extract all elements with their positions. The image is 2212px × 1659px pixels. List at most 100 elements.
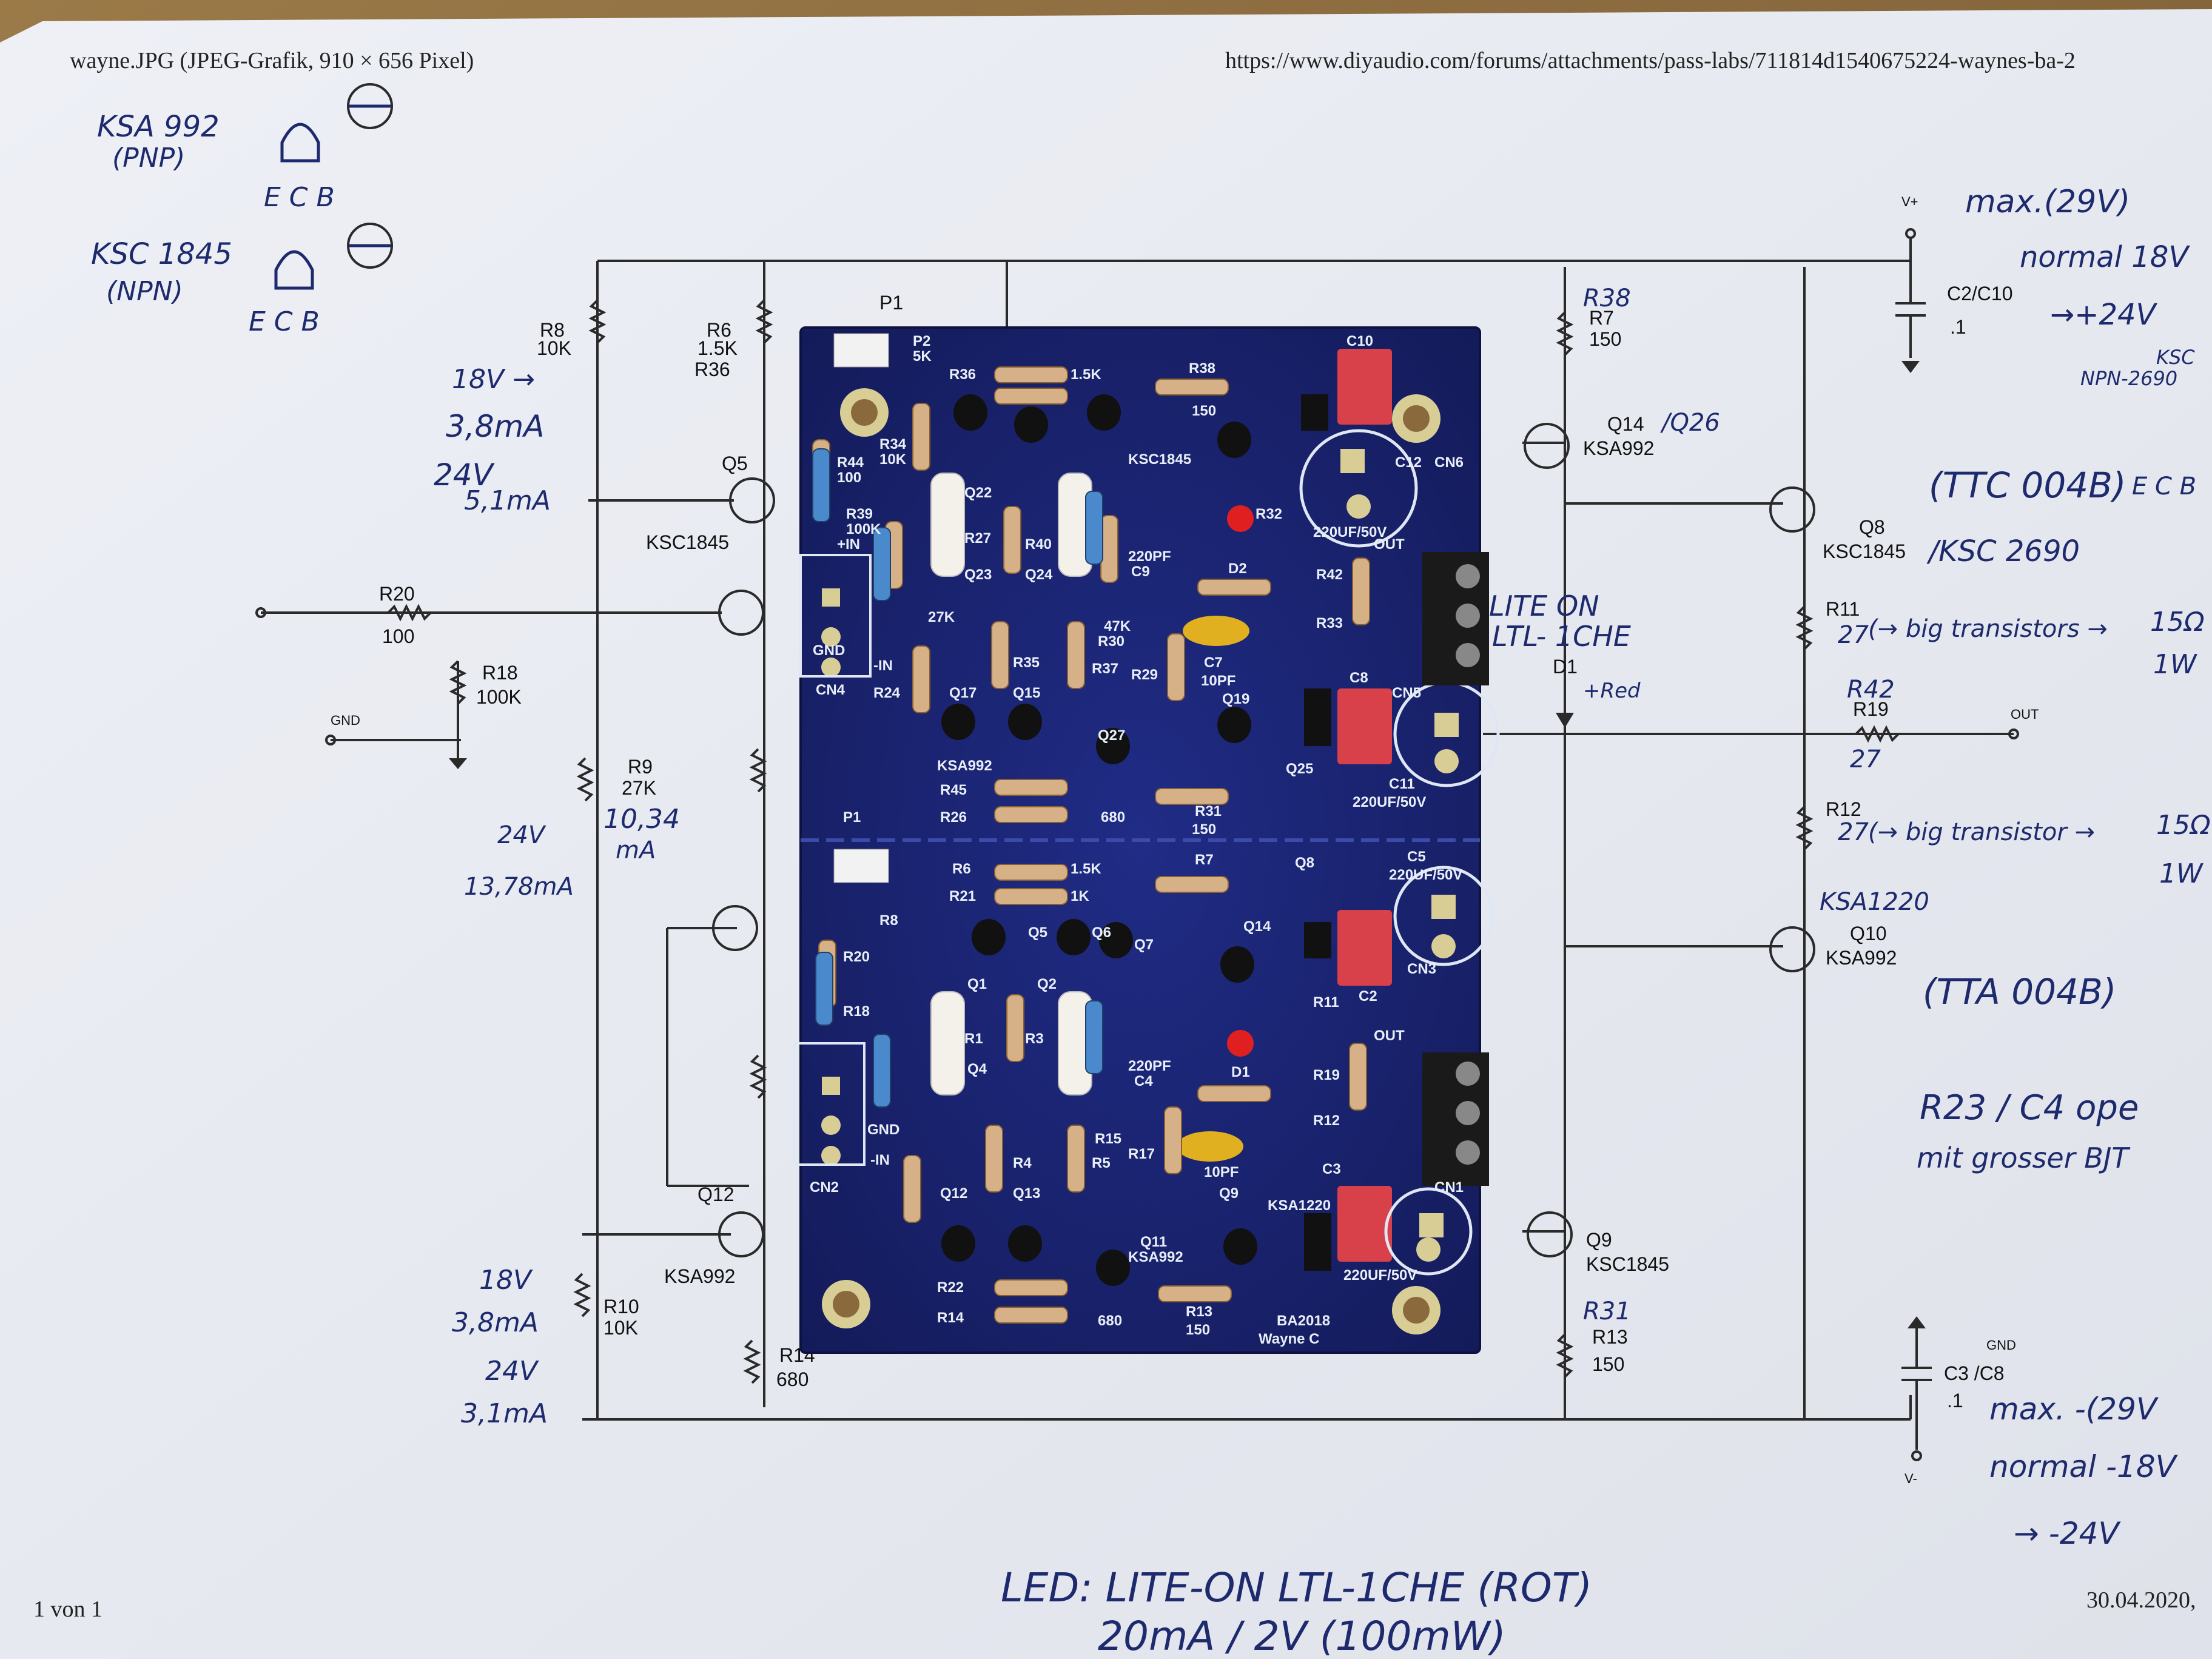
mount-holes — [822, 388, 1440, 1334]
silk-q5: Q5 — [1028, 924, 1047, 941]
silk-c4: C4 — [1134, 1073, 1153, 1089]
note-18v: 18V → — [452, 364, 535, 395]
silk-r3: R3 — [1025, 1031, 1044, 1047]
lbl-q9: Q9 — [1586, 1229, 1612, 1251]
silk-r30: R30 — [1098, 633, 1124, 650]
pcb-silkscreen: C10 C12 CN6 220UF/50V R38 150 R36 1.5K P… — [810, 333, 1464, 1347]
note-24v-c: 24V — [485, 1356, 539, 1387]
silk-c11: C11 — [1389, 776, 1415, 792]
silk-ksa992-2: KSA992 — [1128, 1249, 1183, 1265]
silk-ba2018: BA2018 — [1277, 1313, 1330, 1329]
lbl-r13: R13 — [1592, 1326, 1628, 1348]
silk-r39v: 100K — [846, 521, 881, 537]
silk-q13: Q13 — [1013, 1185, 1040, 1202]
silk-min-2: -IN — [870, 1152, 890, 1168]
note-pnp: (PNP) — [112, 143, 185, 173]
lbl-p1: P1 — [879, 292, 903, 314]
cap-c2 — [1337, 910, 1392, 986]
silk-pf220-2: 220PF — [1128, 1058, 1171, 1074]
lbl-r12: R12 — [1826, 798, 1861, 820]
silk-q25: Q25 — [1286, 761, 1313, 777]
lbl-c2c10: C2/C10 — [1947, 283, 2013, 305]
handwritten-schematic-labels: R38 /Q26 R42 R31 27 27 27 — [1583, 284, 1895, 1325]
small-resistors — [812, 366, 1370, 1324]
silk-r22: R22 — [937, 1279, 964, 1296]
silk-p1: P1 — [843, 809, 861, 826]
lbl-r18v: 100K — [476, 686, 522, 708]
note-npn2690: NPN-2690 — [2080, 367, 2177, 390]
print-header-title: wayne.JPG (JPEG-Grafik, 910 × 656 Pixel) — [70, 48, 474, 73]
note-led-line2: 20mA / 2V (100mW) — [1098, 1613, 1506, 1659]
silk-q8: Q8 — [1295, 855, 1314, 871]
silk-v150-1: 150 — [1192, 821, 1216, 838]
cap-c8 — [1337, 688, 1392, 764]
silk-q7: Q7 — [1134, 937, 1154, 953]
silk-min-1: -IN — [873, 658, 893, 674]
silk-d1: D1 — [1231, 1064, 1250, 1080]
schematic-gnd-arrow — [449, 758, 467, 769]
silk-r39: R39 — [846, 506, 873, 522]
silk-q6: Q6 — [1092, 924, 1111, 941]
silk-q9: Q9 — [1219, 1185, 1239, 1202]
silk-r45: R45 — [940, 782, 967, 798]
silk-q15: Q15 — [1013, 685, 1040, 701]
silk-p2: P2 — [913, 333, 930, 349]
cap-c6 — [1337, 1186, 1392, 1262]
silk-c11v: 220UF/50V — [1353, 794, 1426, 810]
print-footer-date: 30.04.2020, — [2086, 1587, 2196, 1613]
lbl-q8: Q8 — [1859, 516, 1885, 538]
schematic-labels: R8 10K R6 1.5K R36 P1 Q5 KSC1845 R20 100… — [331, 194, 2039, 1486]
silk-r33: R33 — [1316, 615, 1343, 631]
silk-q1: Q1 — [967, 976, 987, 992]
lbl-r8: R8 — [540, 319, 565, 341]
schematic-arrow-down — [1901, 361, 1920, 373]
silk-d2: D2 — [1228, 560, 1247, 577]
silk-k5: 5K — [913, 348, 932, 365]
lbl-r10: R10 — [603, 1296, 639, 1317]
schematic-arrow-up — [1908, 1316, 1926, 1328]
note-ecb2: E C B — [249, 306, 320, 337]
lbl-r20v: 100 — [382, 625, 414, 647]
silk-q2: Q2 — [1037, 976, 1057, 992]
lbl-r20: R20 — [379, 583, 415, 605]
schematic-resistors — [387, 299, 1900, 1384]
silk-c7: C7 — [1204, 655, 1223, 671]
note-liteon: LITE ON — [1489, 590, 1599, 622]
silk-r1: R1 — [964, 1031, 983, 1047]
silk-r13: R13 — [1186, 1304, 1212, 1320]
schematic-transistors — [347, 83, 1815, 1257]
silk-v150-2: 150 — [1186, 1322, 1210, 1338]
lbl-ksc1845c: KSC1845 — [1586, 1253, 1669, 1275]
note-npn: (NPN) — [106, 276, 183, 307]
note-grosser: mit grosser BJT — [1917, 1142, 2131, 1174]
lbl-gndb: GND — [1986, 1338, 2016, 1353]
silk-pf10-2: 10PF — [1204, 1164, 1239, 1180]
lbl-q5: Q5 — [722, 453, 748, 474]
lbl-r19: R19 — [1853, 698, 1889, 720]
silk-r29: R29 — [1131, 667, 1158, 683]
note-m24: → -24V — [2014, 1516, 2121, 1551]
silk-r18: R18 — [843, 1003, 870, 1020]
silk-q27: Q27 — [1098, 727, 1125, 744]
note-ksa1220: KSA1220 — [1820, 888, 1929, 916]
lbl-r6: R6 — [707, 319, 731, 341]
hw-r11v: 27 — [1838, 621, 1869, 649]
lbl-r18: R18 — [482, 662, 518, 684]
note-big2: (→ big transistor → — [1868, 818, 2095, 846]
silk-c10: C10 — [1346, 333, 1373, 349]
lbl-r7: R7 — [1589, 307, 1614, 329]
silk-r36: R36 — [949, 366, 976, 383]
silk-r31: R31 — [1195, 803, 1222, 819]
silk-r15: R15 — [1095, 1131, 1121, 1147]
note-tta: (TTA 004B) — [1923, 971, 2116, 1012]
lbl-r8v: 10K — [537, 337, 571, 359]
silk-q22: Q22 — [964, 485, 992, 501]
blue-resistors — [812, 448, 1103, 1108]
silk-r32: R32 — [1256, 506, 1282, 522]
silk-r4: R4 — [1013, 1155, 1032, 1171]
silk-q11: Q11 — [1140, 1234, 1167, 1250]
silk-c9: C9 — [1131, 564, 1150, 580]
lbl-q12: Q12 — [698, 1183, 734, 1205]
